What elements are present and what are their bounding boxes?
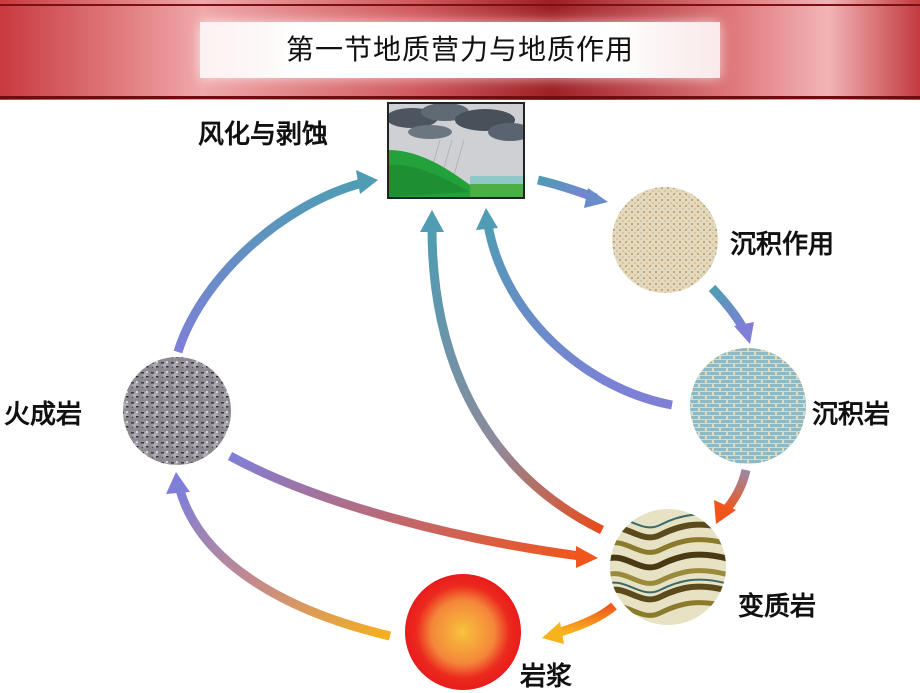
- arrow-metamorphic-to-magma: [542, 602, 617, 644]
- magma-circle: [405, 574, 521, 690]
- arrow-sedimentary-to-weathering: [476, 208, 673, 410]
- metamorphic-rock-circle: [610, 509, 726, 625]
- sedimentary-rock-circle: [690, 348, 806, 464]
- label-magma: 岩浆: [520, 662, 573, 692]
- deposition-circle: [612, 187, 718, 293]
- label-sedimentary-rock: 沉积岩: [812, 400, 891, 430]
- banner-top-line: [0, 4, 920, 6]
- arrow-igneous-to-weathering: [173, 170, 378, 354]
- arrow-igneous-to-metamorphic: [227, 452, 598, 568]
- igneous-rock-circle: [123, 357, 231, 465]
- weathering-picture: [387, 102, 525, 199]
- arrow-weathering-to-deposition: [537, 175, 608, 208]
- arrow-sedimentary-to-metamorphic: [714, 468, 751, 524]
- arrow-metamorphic-to-weathering: [420, 210, 604, 535]
- title-bar: [200, 22, 720, 78]
- label-igneous-rock: 火成岩: [4, 400, 83, 430]
- label-metamorphic-rock: 变质岩: [738, 592, 817, 622]
- label-weathering: 风化与剥蚀: [198, 120, 329, 150]
- arrow-deposition-to-sedimentary: [708, 284, 754, 344]
- banner-bottom-line: [0, 96, 920, 99]
- arrow-magma-to-igneous: [166, 472, 392, 641]
- page-title: 第一节地质营力与地质作用: [285, 33, 634, 66]
- label-deposition: 沉积作用: [730, 230, 835, 260]
